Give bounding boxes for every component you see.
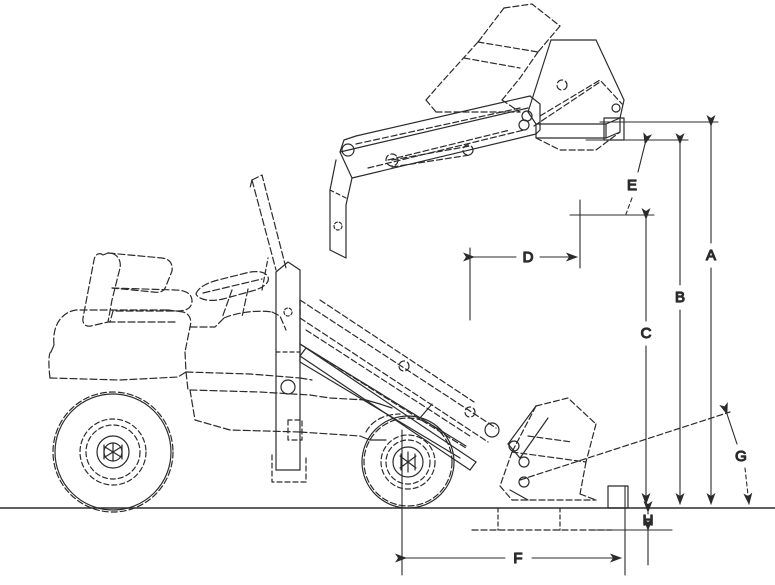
dimension-G — [519, 402, 753, 505]
bucket-ground-backplate — [507, 405, 549, 501]
dimension-label-F: F — [513, 550, 522, 567]
dimension-label-D: D — [523, 249, 534, 266]
dimension-label-H: H — [643, 512, 654, 529]
loader-boom-lowered — [299, 299, 497, 449]
rear-wheel — [52, 391, 174, 513]
front-axle-support — [287, 399, 393, 441]
loader-mast — [271, 261, 307, 483]
dimension-label-G: G — [735, 448, 747, 465]
loader-boom-raised-linkage — [355, 107, 525, 169]
front-wheel-hub-spokes — [399, 451, 417, 473]
loader-boom-raised — [329, 95, 541, 259]
dimension-label-A: A — [706, 247, 716, 264]
mast-brace — [249, 174, 287, 291]
tractor-body — [185, 271, 367, 437]
dimension-label-C: C — [641, 325, 652, 342]
bucket-carry-inner-detail — [533, 79, 623, 151]
tractor-fender-deck — [48, 309, 192, 381]
dimension-E — [625, 132, 653, 215]
rear-wheel-hub-spokes — [103, 442, 123, 462]
lift-cylinder — [299, 347, 477, 471]
steering-wheel — [195, 271, 269, 301]
operator-seat — [82, 252, 193, 327]
bucket-ground-position — [471, 397, 613, 531]
dimension-label-E: E — [627, 177, 637, 194]
bucket-dumped-position — [425, 3, 561, 113]
dimension-label-B: B — [675, 289, 685, 306]
extension-lines — [401, 121, 719, 576]
